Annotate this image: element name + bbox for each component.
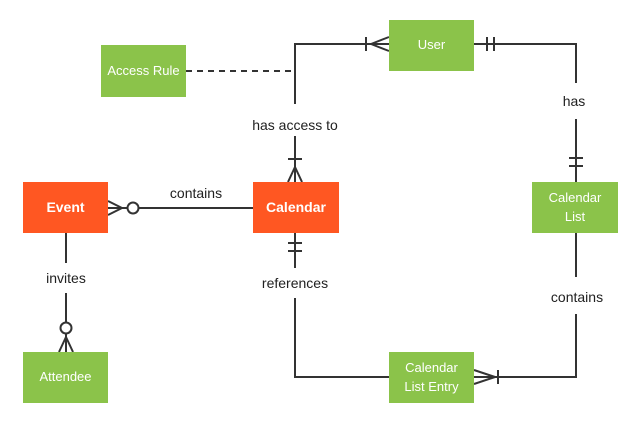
entity-access-rule-label: Access Rule xyxy=(107,62,180,78)
entity-user: User xyxy=(389,20,474,71)
entity-calendar-list: Calendar List xyxy=(532,182,618,233)
entity-calendar-list-entry-label: Calendar List Entry xyxy=(404,359,459,394)
edge-user-calendar xyxy=(287,36,390,183)
cardinality-one-or-many-user-icon xyxy=(365,36,390,52)
entity-event-label: Event xyxy=(46,199,85,216)
relationship-label-contains-event: contains xyxy=(167,185,225,201)
entity-calendar-label: Calendar xyxy=(266,199,326,216)
relationship-label-references: references xyxy=(259,275,331,291)
entity-attendee-label: Attendee xyxy=(39,369,92,385)
entity-calendar-list-entry: Calendar List Entry xyxy=(389,352,474,403)
cardinality-exactly-one-user-icon xyxy=(486,37,495,51)
entity-user-label: User xyxy=(417,37,446,53)
edge-user-calendar-list xyxy=(474,37,583,182)
relationship-label-contains-list: contains xyxy=(548,289,606,305)
cardinality-exactly-one-calendar-list-icon xyxy=(569,157,583,167)
entity-event: Event xyxy=(23,182,108,233)
entity-access-rule: Access Rule xyxy=(101,45,186,97)
edge-event-attendee xyxy=(58,233,74,353)
cardinality-zero-or-many-attendee-icon xyxy=(58,321,74,353)
cardinality-one-or-many-calendar-icon xyxy=(287,158,303,183)
entity-calendar: Calendar xyxy=(253,182,339,233)
cardinality-zero-or-many-event-icon xyxy=(107,200,140,216)
edge-calendar-entry xyxy=(288,233,389,378)
entity-calendar-list-label: Calendar List xyxy=(548,189,602,224)
edge-event-calendar xyxy=(107,200,253,216)
relationship-label-has: has xyxy=(560,93,588,109)
entity-attendee: Attendee xyxy=(23,352,108,403)
edge-calendar-list-entry xyxy=(473,233,577,385)
relationship-label-has-access-to: has access to xyxy=(250,117,340,133)
cardinality-one-or-many-entry-icon xyxy=(473,369,499,385)
relationship-label-invites: invites xyxy=(44,270,88,286)
cardinality-exactly-one-calendar-icon xyxy=(288,242,302,252)
